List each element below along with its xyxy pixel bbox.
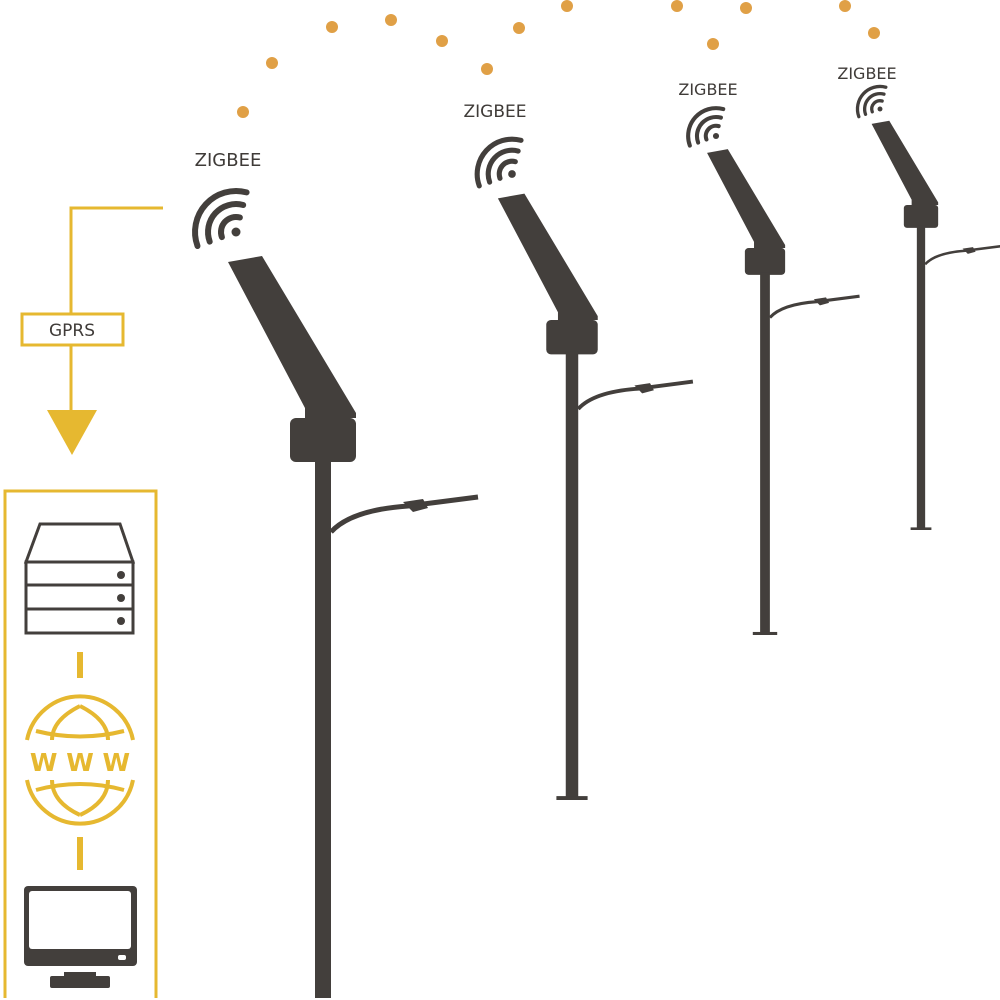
zigbee-label-4: ZIGBEE — [837, 64, 896, 83]
controller-box — [903, 205, 939, 228]
monitor-icon — [24, 886, 137, 988]
gprs-link: GPRS — [20, 206, 163, 455]
controller-box — [290, 418, 356, 462]
lamp-arm — [329, 494, 479, 534]
lamp-arm — [924, 244, 1000, 266]
solar-panel — [497, 193, 598, 320]
zigbee-label-1: ZIGBEE — [195, 150, 262, 171]
mesh-dot — [237, 106, 249, 118]
solar-panel — [871, 120, 939, 205]
base-plate — [752, 631, 778, 635]
mesh-dot — [481, 63, 493, 75]
mesh-dot — [326, 21, 338, 33]
server-icon — [23, 522, 136, 635]
pole — [916, 225, 926, 531]
controller-box — [744, 248, 786, 275]
lamp-head — [962, 247, 976, 254]
pole — [565, 351, 579, 800]
mesh-dot — [868, 27, 880, 39]
lamp-head — [403, 499, 428, 512]
zigbee-label-2: ZIGBEE — [464, 102, 527, 122]
street-light-1 — [228, 256, 479, 998]
pole — [315, 458, 331, 998]
mesh-dot — [561, 0, 573, 12]
connector-line — [77, 652, 83, 678]
solar-panel — [707, 149, 786, 248]
lamp-head — [634, 383, 654, 394]
mesh-dot — [385, 14, 397, 26]
wifi-icon — [474, 136, 524, 189]
gprs-line — [69, 206, 163, 412]
mesh-dot — [671, 0, 683, 12]
street-light-2 — [497, 193, 694, 800]
pole — [760, 272, 770, 635]
solar-panel — [228, 256, 356, 418]
street-lights — [228, 120, 1000, 998]
www-globe-icon: W W W — [25, 694, 135, 826]
zigbee-nodes: ZIGBEE ZIGBEE ZIGBEE ZIGBEE — [192, 64, 897, 249]
mesh-dot — [436, 35, 448, 47]
zigbee-label-3: ZIGBEE — [678, 80, 737, 99]
backend-panel: W W W — [3, 489, 158, 998]
zigbee-mesh-dots — [237, 0, 880, 118]
gprs-label: GPRS — [49, 321, 95, 341]
base-plate — [556, 796, 588, 800]
street-light-3 — [707, 149, 860, 635]
connector-line — [77, 837, 83, 870]
gprs-box — [20, 312, 125, 347]
controller-box — [546, 320, 598, 355]
mesh-dot — [513, 22, 525, 34]
mesh-dot — [839, 0, 851, 12]
arrow-down-icon — [47, 410, 97, 455]
mesh-dot — [740, 2, 752, 14]
wifi-icon — [855, 84, 888, 119]
wifi-icon — [192, 188, 250, 249]
street-light-4 — [871, 120, 1000, 531]
wifi-icon — [686, 106, 726, 148]
mesh-dot — [266, 57, 278, 69]
lamp-head — [813, 297, 830, 306]
mesh-dot — [707, 38, 719, 50]
www-text: W W W — [30, 748, 130, 777]
backend-frame — [3, 489, 158, 998]
base-plate — [910, 527, 932, 530]
